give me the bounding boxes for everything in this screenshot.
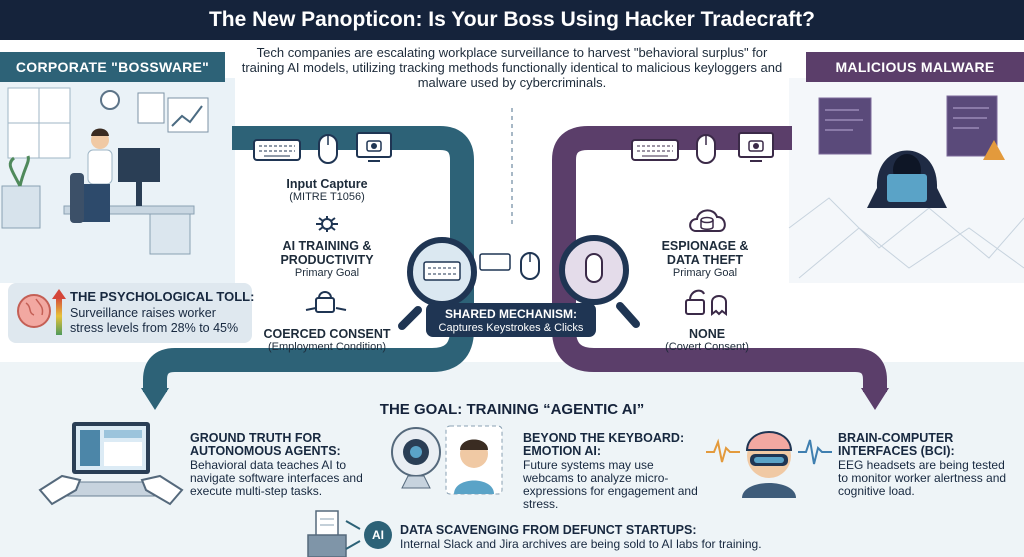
webcam-face-icon <box>391 425 503 495</box>
robot-hands-laptop-icon <box>38 422 184 506</box>
open-lock-ghost-icon <box>685 289 727 316</box>
ai-training-icon <box>316 216 338 232</box>
bottom-band <box>0 362 1024 557</box>
screen-capture-icon <box>356 132 392 162</box>
ai-badge-text: AI <box>372 528 384 542</box>
no-consent-label: NONE (Covert Consent) <box>665 327 749 353</box>
data-scavenging-block: DATA SCAVENGING FROM DEFUNCT STARTUPS: I… <box>400 523 762 551</box>
intro-text: Tech companies are escalating workplace … <box>241 45 783 90</box>
toll-title: THE PSYCHOLOGICAL TOLL: <box>70 289 255 304</box>
magnifier-mouse-icon <box>559 235 640 328</box>
bossware-ribbon: CORPORATE "BOSSWARE" <box>0 52 225 82</box>
toll-text: Surveillance raises worker stress levels… <box>70 306 239 335</box>
office-scene <box>0 78 235 283</box>
eeg-headset-icon <box>706 431 832 498</box>
emotion-ai-block: BEYOND THE KEYBOARD: EMOTION AI: Future … <box>523 431 698 511</box>
mouse-icon <box>318 134 338 164</box>
page-title: The New Panopticon: Is Your Boss Using H… <box>0 0 1024 40</box>
malware-ribbon: MALICIOUS MALWARE <box>806 52 1024 82</box>
ground-truth-block: GROUND TRUTH FOR AUTONOMOUS AGENTS: Beha… <box>190 431 363 498</box>
keyboard-icon <box>631 139 679 161</box>
archive-to-ai-icon <box>307 510 392 557</box>
keyboard-icon <box>253 139 301 161</box>
goal-heading: THE GOAL: TRAINING “AGENTIC AI” <box>379 401 645 418</box>
coerced-consent-label: COERCED CONSENT (Employment Condition) <box>263 327 391 353</box>
brain-stress-icon <box>17 289 66 335</box>
magnifier-keyboard-icon <box>398 237 511 330</box>
shared-mechanism-box: SHARED MECHANISM: Captures Keystrokes & … <box>426 303 596 337</box>
input-capture-label: Input Capture (MITRE T1056) <box>286 177 368 203</box>
mouse-icon <box>696 134 716 164</box>
cloud-database-icon <box>689 209 726 232</box>
espionage-label: ESPIONAGE & DATA THEFT Primary Goal <box>661 239 749 279</box>
mouse-icon <box>520 252 540 280</box>
bci-block: BRAIN-COMPUTER INTERFACES (BCI): EEG hea… <box>838 431 1007 498</box>
lock-handshake-icon <box>305 291 347 313</box>
hacker-scene <box>788 78 1024 283</box>
screen-capture-icon <box>738 132 774 162</box>
ai-training-label: AI TRAINING & PRODUCTIVITY Primary Goal <box>280 239 374 279</box>
